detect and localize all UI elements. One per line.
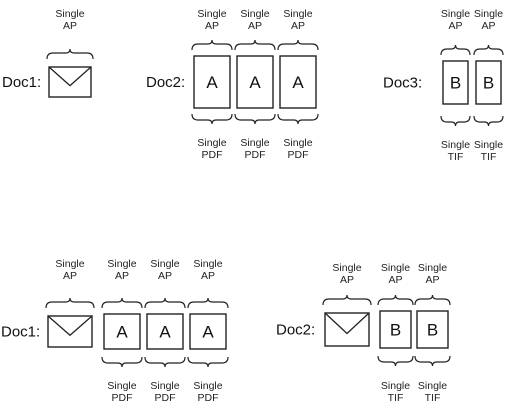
top-brace xyxy=(191,39,233,51)
top-brace xyxy=(187,297,229,309)
top-brace xyxy=(440,44,471,56)
page-a: A xyxy=(279,55,317,109)
top-brace xyxy=(234,39,276,51)
doc-label: Doc2: xyxy=(146,74,185,91)
doc-label: Doc1: xyxy=(1,324,40,341)
page-letter: A xyxy=(202,323,214,342)
page-a: A xyxy=(189,313,227,350)
page-b: B xyxy=(379,310,412,349)
top-brace xyxy=(277,39,319,51)
page-letter: A xyxy=(292,73,304,92)
top-brace xyxy=(144,297,186,309)
doc-label: Doc1: xyxy=(2,74,41,91)
page-letter: B xyxy=(427,321,438,340)
bottom-brace xyxy=(191,113,233,125)
top-brace xyxy=(101,297,143,309)
bottom-brace xyxy=(414,355,451,367)
page-letter: A xyxy=(116,323,128,342)
page-a: A xyxy=(103,313,141,350)
page-b: B xyxy=(416,310,449,349)
bottom-brace xyxy=(277,113,319,125)
doc-label: Doc3: xyxy=(383,75,422,92)
top-brace xyxy=(414,294,451,306)
page-letter: A xyxy=(206,73,218,92)
bottom-brace xyxy=(234,113,276,125)
top-brace xyxy=(45,297,95,309)
page-b: B xyxy=(442,60,469,105)
top-brace xyxy=(473,44,504,56)
page-a: A xyxy=(236,55,274,109)
page-letter: A xyxy=(249,73,261,92)
page-letter: B xyxy=(450,74,461,93)
page-a: A xyxy=(146,313,184,350)
top-brace xyxy=(322,294,372,306)
bottom-brace xyxy=(101,356,143,368)
page-a: A xyxy=(193,55,231,109)
top-brace xyxy=(46,48,94,60)
page-b: B xyxy=(475,60,502,105)
envelope-icon xyxy=(324,312,370,347)
envelope-icon xyxy=(48,66,92,98)
bottom-brace xyxy=(440,115,471,127)
envelope-icon xyxy=(47,315,93,348)
page-letter: B xyxy=(390,321,401,340)
doc-label: Doc2: xyxy=(276,322,315,339)
bottom-brace xyxy=(187,356,229,368)
page-letter: B xyxy=(483,74,494,93)
bottom-brace xyxy=(144,356,186,368)
page-letter: A xyxy=(159,323,171,342)
top-brace xyxy=(377,294,414,306)
bottom-brace xyxy=(473,115,504,127)
bottom-brace xyxy=(377,355,414,367)
